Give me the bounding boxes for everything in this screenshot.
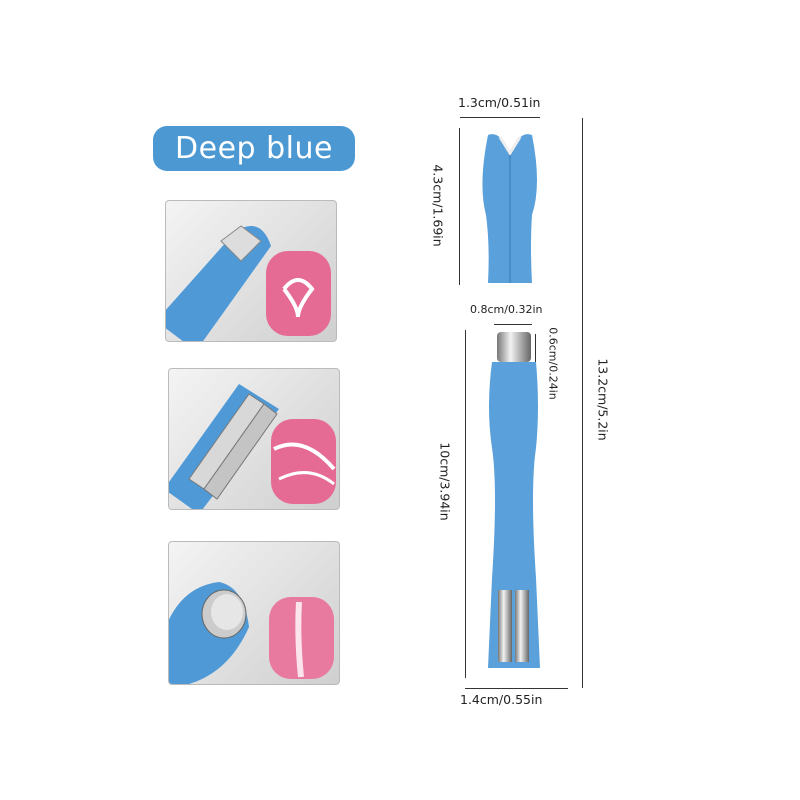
total-height-line: [582, 118, 583, 688]
tip-width-line: [494, 324, 532, 325]
cap-height-line: [459, 128, 460, 285]
round-magnet-tip: [497, 332, 531, 362]
cap-width-line: [460, 117, 540, 118]
body-height-label: 10cm/3.94in: [437, 442, 453, 521]
round-tip-illustration: [169, 582, 334, 684]
color-label: Deep blue: [175, 131, 333, 166]
round-tip-photo: [168, 541, 340, 685]
color-badge: Deep blue: [153, 126, 355, 171]
bar-magnet-right: [515, 590, 529, 662]
heart-tip-illustration: [166, 225, 331, 341]
total-height-label: 13.2cm/5.2in: [595, 358, 611, 441]
tip-height-line: [535, 334, 536, 362]
cap-height-label: 4.3cm/1.69in: [430, 164, 446, 247]
bar-tip-illustration: [169, 384, 336, 509]
bar-tip-photo: [168, 368, 340, 510]
bar-magnet-left: [498, 590, 512, 662]
body-height-line: [465, 330, 466, 678]
pen-cap: [482, 134, 537, 283]
pen-body: [488, 332, 540, 668]
cap-width-label: 1.3cm/0.51in: [458, 95, 541, 110]
heart-tip-photo: [165, 200, 337, 342]
tip-width-label: 0.8cm/0.32in: [470, 303, 543, 316]
body-width-label: 1.4cm/0.55in: [460, 692, 543, 707]
body-width-line: [465, 688, 568, 689]
